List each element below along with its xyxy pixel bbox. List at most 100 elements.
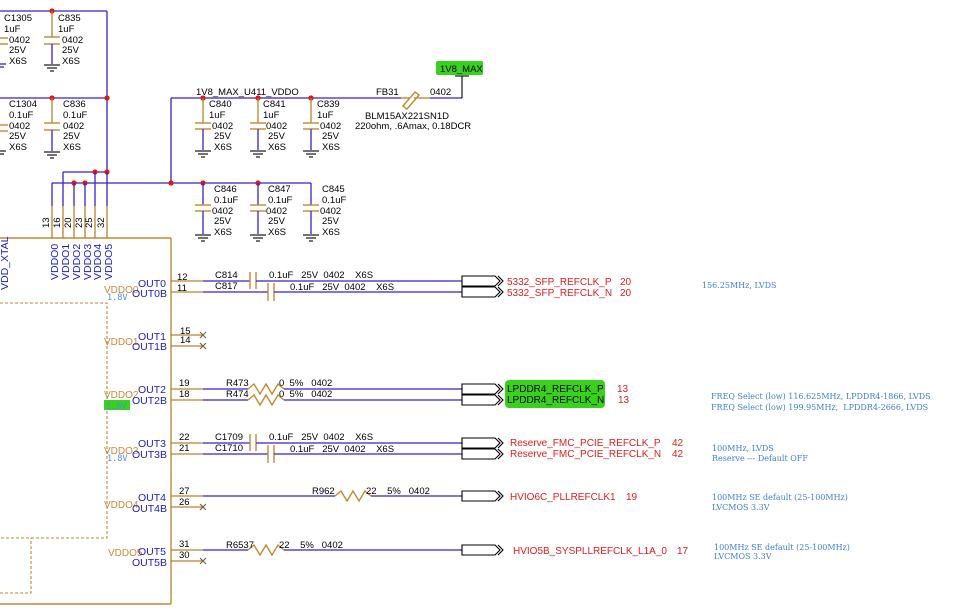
resistor-r962[interactable]: R962 22 5% 0402 xyxy=(203,486,462,503)
page-ref: 13 xyxy=(618,395,630,406)
cap-voltage: 25V xyxy=(268,131,286,142)
capacitor-c835[interactable]: C835 1uF 0402 25V X6S xyxy=(44,11,83,72)
page-ref: 20 xyxy=(620,277,632,288)
offpage-connector-pcie-p[interactable]: Reserve_FMC_PCIE_REFCLK_P 42 xyxy=(461,437,684,449)
cap-ref: C835 xyxy=(58,13,81,24)
offpage-connector-pcie-n[interactable]: Reserve_FMC_PCIE_REFCLK_N 42 xyxy=(461,448,684,460)
capacitor-c1305[interactable]: C1305 1uF 0402 25V X6S xyxy=(0,13,32,68)
pin-number: 22 xyxy=(179,432,190,443)
pin-name: VDDO0 xyxy=(49,244,61,280)
output-bank-2: VDDO2 1.8V OUT2 OUT2B xyxy=(104,384,167,412)
resistor-r474[interactable]: R474 0 5% 0402 xyxy=(203,389,462,407)
junction-dot xyxy=(168,180,174,186)
pin-name-vdd-xtal: VDD_XTAL xyxy=(0,236,11,290)
cap-dielectric: X6S xyxy=(62,56,80,67)
offpage-connector-lpddr4-p[interactable]: LPDDR4_REFCLK_P 13 xyxy=(461,383,629,395)
cap-package: 0402 xyxy=(212,121,233,132)
offpage-connector-sfp-n[interactable]: 5332_SFP_REFCLK_N 20 xyxy=(461,286,632,299)
page-ref: 42 xyxy=(672,438,684,449)
offpage-connector-hvio6c[interactable]: HVIO6C_PLLREFCLK1 19 xyxy=(461,490,638,503)
capacitor-c839[interactable]: C839 1uF 0402 25V X6S xyxy=(303,98,341,158)
pin-name: OUT1B xyxy=(132,341,167,353)
page-ref: 20 xyxy=(620,288,632,299)
pin-number: 27 xyxy=(179,486,190,497)
cap-dielectric: X6S xyxy=(214,142,232,153)
net-name: LPDDR4_REFCLK_N xyxy=(507,395,604,406)
vddo-net-label: 1V8_MAX_U411_VDDO xyxy=(196,87,299,98)
capacitor-c836[interactable]: C836 0.1uF 0402 25V X6S xyxy=(44,98,87,159)
part-spec: 0.1uF 25V 0402 X6S xyxy=(269,270,373,281)
capacitor-c1304[interactable]: C1304 0.1uF 0402 25V X6S xyxy=(0,99,37,155)
frequency-note: FREQ Select (low) 116.625MHz, LPDDR4-186… xyxy=(711,392,931,401)
capacitor-c1710[interactable]: C1710 0.1uF 25V 0402 X6S xyxy=(203,443,462,463)
page-ref: 13 xyxy=(617,384,629,395)
cap-dielectric: X6S xyxy=(322,227,340,238)
pin-name: VDDO3 xyxy=(82,244,94,280)
cap-voltage: 25V xyxy=(322,216,340,227)
bank-voltage: 1.8V xyxy=(106,402,126,412)
cap-value: 1uF xyxy=(58,24,75,35)
bank-voltage: 1.8V xyxy=(107,454,127,464)
page-ref: 17 xyxy=(677,546,689,557)
pin-number: 30 xyxy=(179,550,190,561)
cap-dielectric: X6S xyxy=(63,142,81,153)
capacitor-c841[interactable]: C841 1uF 0402 25V X6S xyxy=(250,98,287,158)
ground-icon xyxy=(44,64,60,72)
cap-package: 0402 xyxy=(320,206,341,217)
part-ref: R473 xyxy=(226,378,249,389)
power-port-1v8-max[interactable]: 1V8_MAX xyxy=(436,61,483,75)
cap-value: 0.1uF xyxy=(9,110,33,121)
clock-generator-ic[interactable]: 13 16 20 23 25 32 VDDO0 VDDO1 VDDO2 VDDO… xyxy=(0,206,172,605)
capacitor-c817[interactable]: C817 0.1uF 25V 0402 X6S xyxy=(203,281,462,301)
no-connect-icon xyxy=(199,342,207,350)
frequency-note: Reserve --- Default OFF xyxy=(712,454,808,463)
part-spec: 0 5% 0402 xyxy=(279,378,332,389)
frequency-note: LVCMOS 3.3V xyxy=(712,503,770,512)
part-ref: R962 xyxy=(312,486,335,497)
offpage-connector-hvio5b[interactable]: HVIO5B_SYSPLLREFCLK_L1A_0 17 xyxy=(461,544,689,557)
pin-number: 25 xyxy=(84,217,95,228)
pin-number: 26 xyxy=(179,497,190,508)
ferrite-spec: 220ohm, .6Amax, 0.18DCR xyxy=(355,121,471,132)
pin-number: 18 xyxy=(179,389,190,400)
cap-value: 0.1uF xyxy=(214,195,238,206)
capacitor-c1709[interactable]: C1709 0.1uF 25V 0402 X6S xyxy=(203,432,462,451)
pin-number: 21 xyxy=(179,443,190,454)
cap-value: 1uF xyxy=(4,24,21,35)
pin-name: OUT1 xyxy=(138,331,166,343)
cap-package: 0402 xyxy=(9,35,30,46)
no-connect-icon xyxy=(199,503,207,511)
output-bank-1: VDDO1 OUT1 OUT1B xyxy=(104,331,167,353)
offpage-connector-lpddr4-n[interactable]: LPDDR4_REFCLK_N 13 xyxy=(461,394,630,406)
cap-voltage: 25V xyxy=(268,216,286,227)
frequency-note: 100MHz SE default (25-100MHz) xyxy=(712,493,848,502)
frequency-note: 100MHz, LVDS xyxy=(712,444,774,453)
capacitor-c814[interactable]: C814 0.1uF 25V 0402 X6S xyxy=(203,270,462,289)
part-spec: 0.1uF 25V 0402 X6S xyxy=(290,444,394,455)
cap-voltage: 25V xyxy=(214,131,232,142)
capacitor-c847[interactable]: C847 0.1uF 0402 25V X6S xyxy=(250,183,292,242)
no-connect-icon xyxy=(199,557,207,565)
capacitor-c840[interactable]: C840 1uF 0402 25V X6S xyxy=(195,98,233,158)
pin-number: 12 xyxy=(177,272,188,283)
cap-package: 0402 xyxy=(266,121,287,132)
vddo-rail-group: 1V8_MAX_U411_VDDO FB31 0402 BLM15AX221SN… xyxy=(170,61,483,183)
frequency-note: LVCMOS 3.3V xyxy=(714,552,772,561)
part-ref: R6537 xyxy=(226,540,254,551)
pin-name: OUT2B xyxy=(132,395,167,407)
resistor-r6537[interactable]: R6537 22 5% 0402 xyxy=(203,540,462,557)
pin-name: VDDO2 xyxy=(71,244,83,280)
offpage-connector-sfp-p[interactable]: 5332_SFP_REFCLK_P 20 xyxy=(461,275,632,288)
capacitor-c845[interactable]: C845 0.1uF 0402 25V X6S xyxy=(303,183,346,242)
ferrite-bead-fb31[interactable]: FB31 0402 BLM15AX221SN1D 220ohm, .6Amax,… xyxy=(355,75,471,132)
ground-icon xyxy=(195,150,211,158)
part-spec: 22 5% 0402 xyxy=(279,540,343,551)
pin-number: 20 xyxy=(63,217,74,228)
resistor-r473[interactable]: R473 0 5% 0402 xyxy=(203,378,462,396)
cap-voltage: 25V xyxy=(63,131,81,142)
cap-ref: C846 xyxy=(214,184,237,195)
capacitor-c846[interactable]: C846 0.1uF 0402 25V X6S xyxy=(195,183,238,242)
left-decoupling-group: C1305 1uF 0402 25V X6S C835 1uF 0402 25V… xyxy=(0,8,110,172)
part-spec: 22 5% 0402 xyxy=(366,486,430,497)
